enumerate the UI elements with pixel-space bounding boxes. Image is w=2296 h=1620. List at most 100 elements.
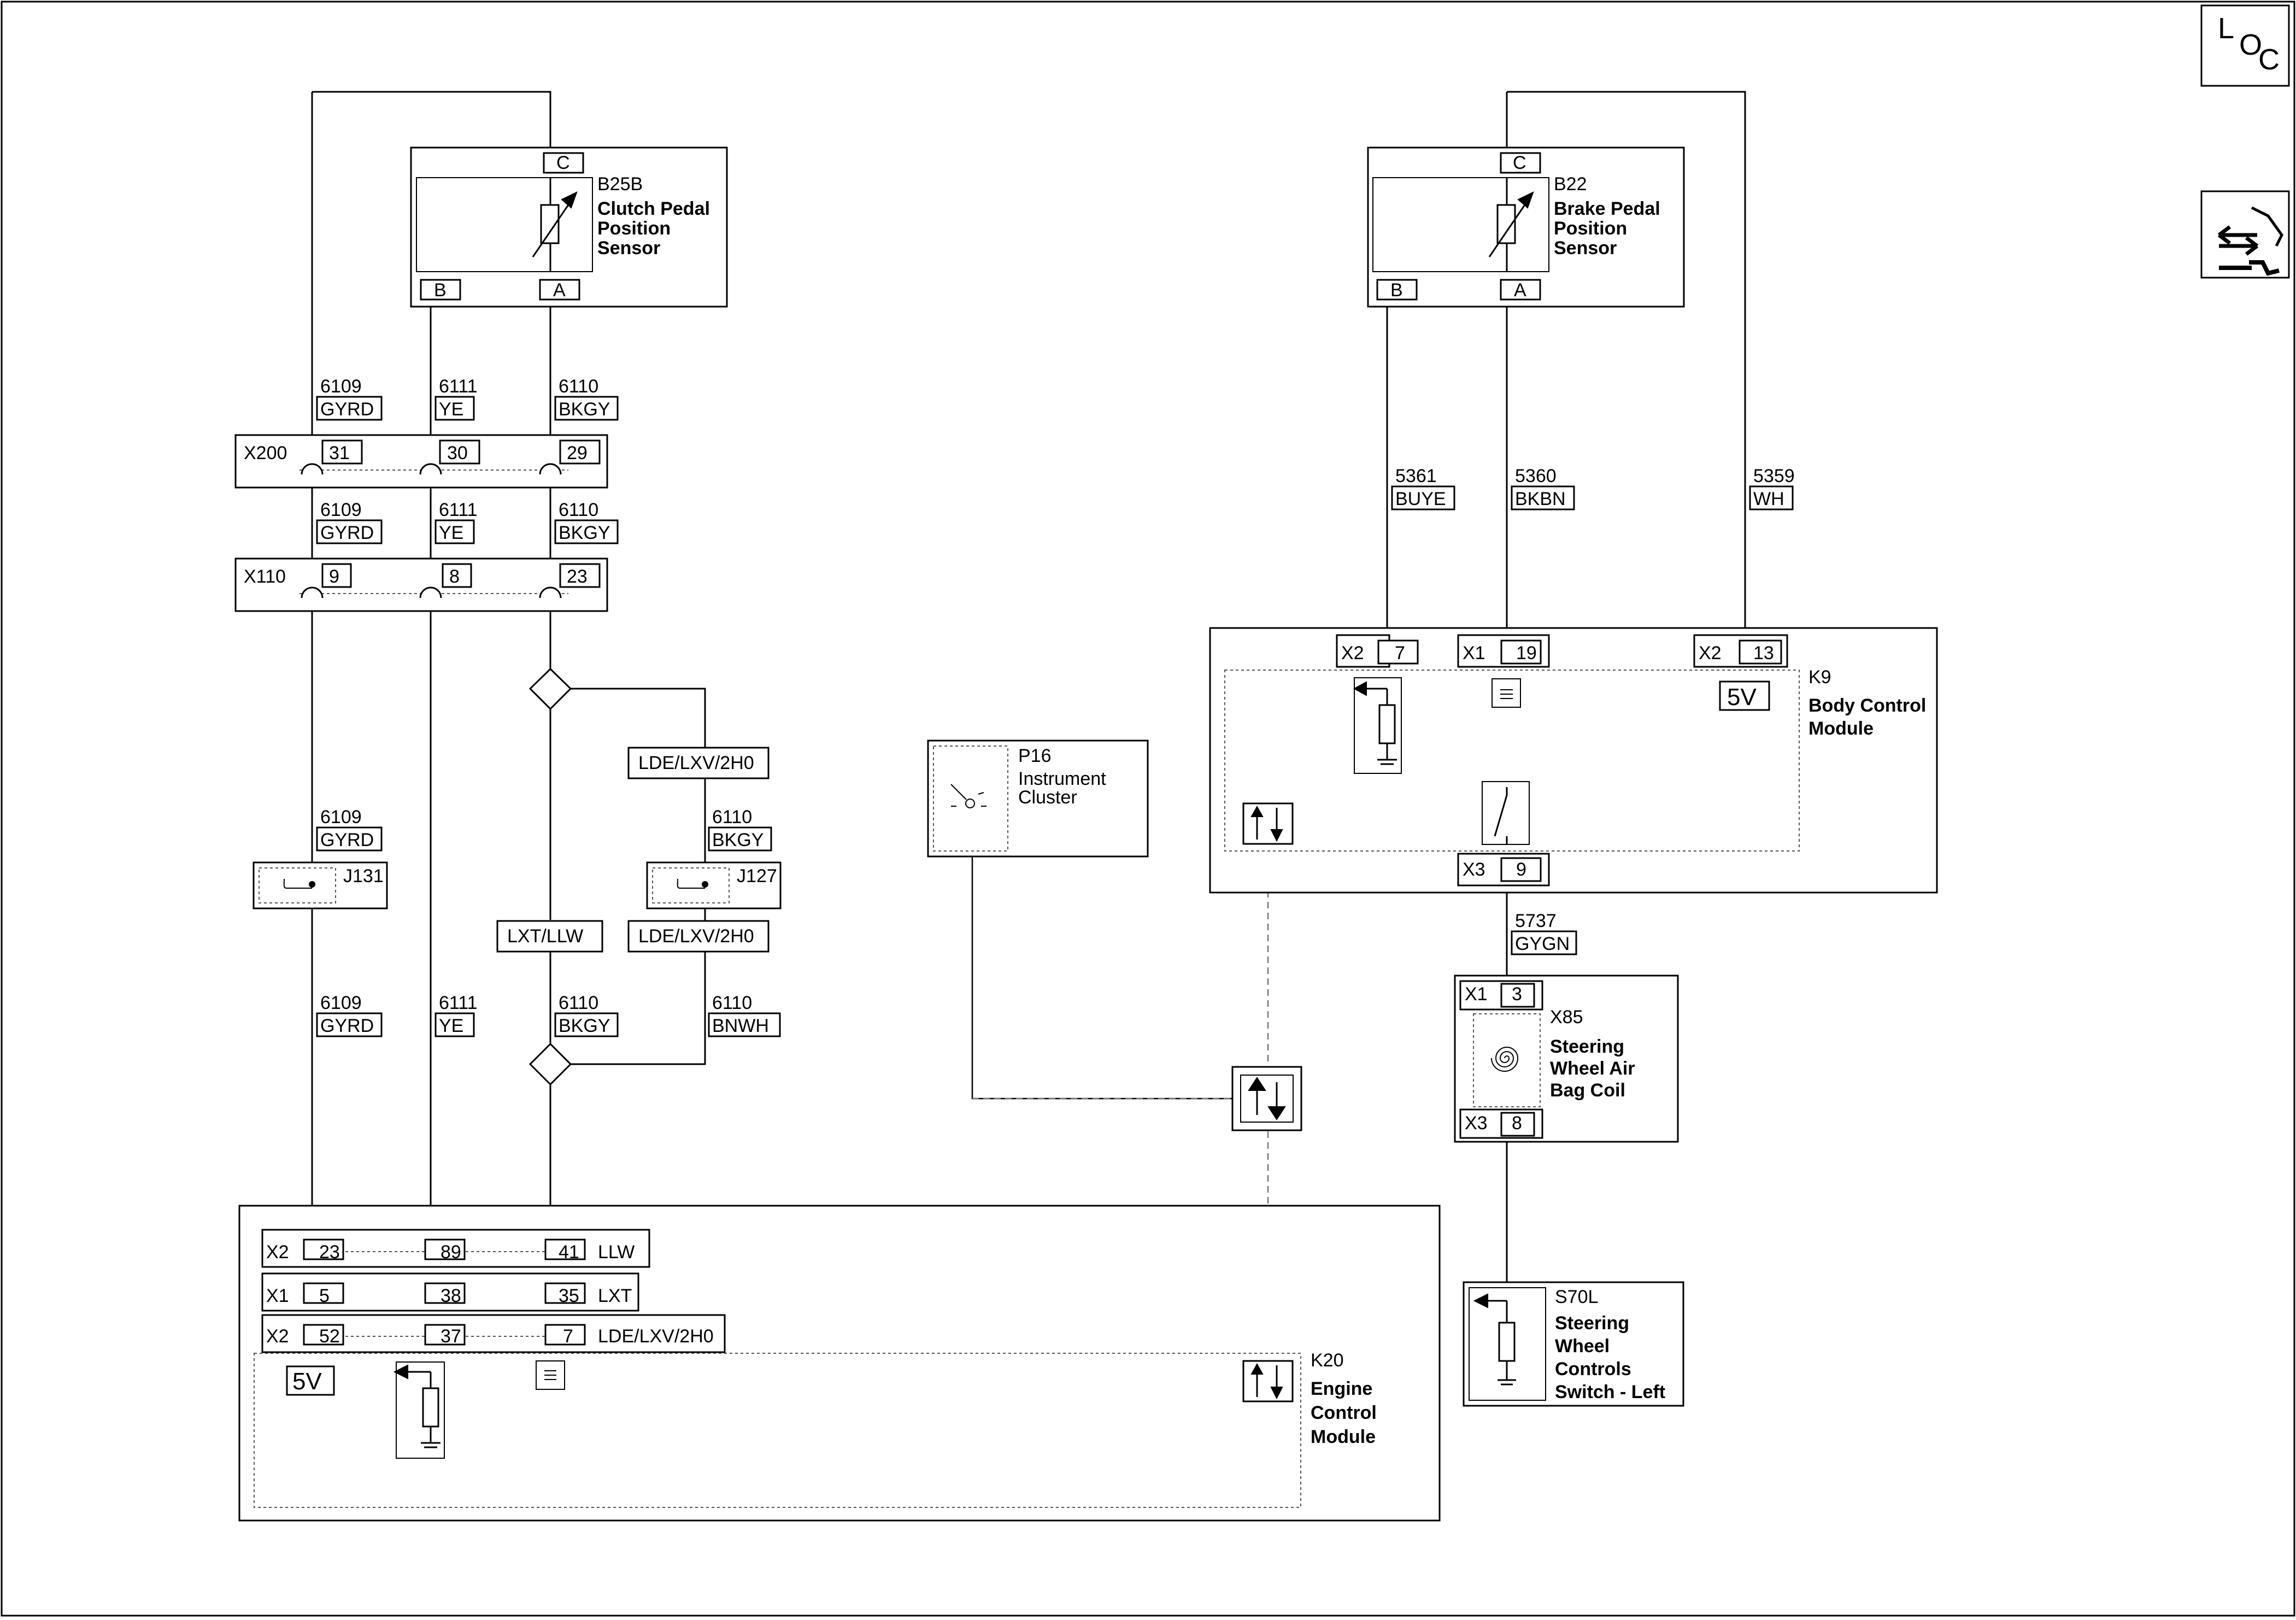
s70l-name-line-3: Controls <box>1555 1359 1631 1380</box>
svg-text:3: 3 <box>1512 984 1522 1005</box>
p16-id: P16 <box>1018 746 1052 766</box>
b22-name-line-3: Sensor <box>1554 238 1617 259</box>
variable-resistor-icon <box>1473 1293 1516 1386</box>
p16-name-line-1: Instrument <box>1018 768 1106 789</box>
svg-text:5360: 5360 <box>1515 466 1557 486</box>
k9-id: K9 <box>1808 667 1831 688</box>
wire-labels-row-1: 6109 GYRD 6111 YE 6110 BKGY <box>316 376 619 421</box>
svg-text:23: 23 <box>319 1242 340 1263</box>
svg-text:BKGY: BKGY <box>712 830 764 850</box>
svg-text:52: 52 <box>319 1326 340 1347</box>
svg-text:89: 89 <box>441 1242 461 1263</box>
svg-text:37: 37 <box>441 1326 461 1347</box>
loc-letter-l: L <box>2218 12 2234 45</box>
connector-x110[interactable]: X110 9 8 23 <box>234 557 608 612</box>
k9-connector-x2-7: X2 7 <box>1336 634 1419 668</box>
svg-text:29: 29 <box>567 443 588 463</box>
wire-label-5737: 5737 GYGN <box>1511 911 1577 955</box>
svg-text:35: 35 <box>559 1286 579 1306</box>
svg-text:BUYE: BUYE <box>1395 489 1446 509</box>
connector-x200[interactable]: X200 31 30 29 <box>234 434 608 489</box>
b25b-pin-c-box <box>543 152 584 174</box>
steering-wheel-controls-switch-left[interactable]: S70L Steering Wheel Controls Switch - Le… <box>1463 1281 1684 1407</box>
svg-text:X1: X1 <box>1465 984 1488 1005</box>
svg-text:7: 7 <box>1395 643 1405 664</box>
svg-text:LDE/LXV/2H0: LDE/LXV/2H0 <box>638 753 754 773</box>
svg-text:LXT/LLW: LXT/LLW <box>507 926 583 947</box>
engine-control-module[interactable]: X2 23 89 41 LLW X1 5 38 35 LXT X2 52 <box>238 1205 1441 1522</box>
svg-text:6111: 6111 <box>439 993 478 1013</box>
instrument-cluster[interactable]: P16 Instrument Cluster <box>927 739 1149 858</box>
gauge-icon <box>950 784 986 808</box>
svg-text:6111: 6111 <box>439 376 478 397</box>
loc-letter-c: C <box>2258 43 2280 76</box>
clutch-pedal-position-sensor[interactable]: C B A B25B Clutch Pedal Position Sensor <box>410 146 728 308</box>
svg-text:38: 38 <box>441 1286 461 1306</box>
s70l-name-line-2: Wheel <box>1555 1336 1610 1357</box>
loc-letter-o: O <box>2239 28 2262 61</box>
svg-text:13: 13 <box>1753 643 1774 664</box>
splice-pack-j127[interactable]: J127 <box>646 861 782 909</box>
ground-icon <box>536 1360 565 1390</box>
svg-text:6109: 6109 <box>320 376 362 397</box>
k9-connector-x1-19: X1 19 <box>1457 634 1550 668</box>
brake-pedal-position-sensor[interactable]: C B A B22 Brake Pedal Position Sensor <box>1367 146 1685 308</box>
b25b-name-line-1: Clutch Pedal <box>597 198 710 219</box>
k9-ref-voltage: 5V <box>1727 684 1757 711</box>
svg-text:BKGY: BKGY <box>559 399 610 420</box>
coil-spiral-icon <box>1491 1047 1519 1072</box>
svg-text:X2: X2 <box>266 1326 289 1347</box>
k9-name-line-2: Module <box>1808 718 1874 739</box>
switch-icon <box>1482 781 1530 845</box>
b25b-pin-b-box <box>420 279 461 301</box>
svg-text:X2: X2 <box>1341 643 1364 664</box>
svg-text:8: 8 <box>1512 1113 1522 1134</box>
body-control-module[interactable]: X2 7 X1 19 X2 13 X3 9 <box>1209 627 1938 894</box>
svg-text:6109: 6109 <box>320 993 362 1013</box>
potentiometer-icon <box>1488 178 1534 272</box>
k20-name-line-3: Module <box>1311 1427 1376 1447</box>
svg-text:LLW: LLW <box>598 1242 635 1263</box>
svg-text:X1: X1 <box>1463 643 1485 664</box>
svg-text:6109: 6109 <box>320 807 362 827</box>
variant-label-right-upper: LDE/LXV/2H0 <box>627 747 770 779</box>
svg-text:YE: YE <box>439 399 463 420</box>
serial-data-icon <box>1242 1360 1294 1402</box>
svg-text:41: 41 <box>559 1242 579 1263</box>
pull-up-resistor-icon <box>1353 677 1402 774</box>
location-view-icon[interactable]: L O C <box>2200 4 2290 87</box>
splice-diamond-lower <box>529 1042 572 1086</box>
b25b-pin-a-box <box>539 279 580 301</box>
k9-connector-x3-9: X3 9 <box>1457 853 1550 887</box>
svg-text:GYRD: GYRD <box>320 399 374 420</box>
svg-text:BKBN: BKBN <box>1515 489 1566 509</box>
x85-name-line-3: Bag Coil <box>1550 1080 1625 1101</box>
b22-pin-a: A <box>1514 280 1526 301</box>
svg-text:YE: YE <box>439 523 463 543</box>
k20-connector-row-1: X2 23 89 41 LLW <box>261 1229 650 1268</box>
splice-pack-j131[interactable]: J131 <box>252 861 388 909</box>
x85-id: X85 <box>1550 1007 1583 1028</box>
b22-pin-b: B <box>1390 280 1403 301</box>
k20-id: K20 <box>1311 1350 1344 1371</box>
k20-name-line-1: Engine <box>1311 1378 1372 1399</box>
svg-text:WH: WH <box>1753 489 1784 509</box>
svg-text:GYGN: GYGN <box>1515 934 1570 954</box>
svg-text:X1: X1 <box>266 1286 289 1306</box>
svg-text:X2: X2 <box>266 1242 289 1263</box>
x110-label: X110 <box>244 566 286 587</box>
ground-icon <box>1491 678 1521 708</box>
svg-text:6110: 6110 <box>712 993 752 1013</box>
vehicle-service-icon[interactable] <box>2200 190 2290 279</box>
svg-text:LDE/LXV/2H0: LDE/LXV/2H0 <box>598 1326 714 1347</box>
steering-wheel-airbag-coil[interactable]: X1 3 X3 8 X85 Steering Wheel Air Bag Coi… <box>1454 975 1679 1143</box>
svg-text:5361: 5361 <box>1395 466 1437 486</box>
svg-text:BKGY: BKGY <box>559 1016 610 1036</box>
k20-name-line-2: Control <box>1311 1402 1377 1423</box>
s70l-name-line-1: Steering <box>1555 1313 1629 1334</box>
svg-text:LXT: LXT <box>598 1286 632 1306</box>
svg-text:8: 8 <box>449 566 460 587</box>
b25b-pin-c: C <box>556 152 570 173</box>
